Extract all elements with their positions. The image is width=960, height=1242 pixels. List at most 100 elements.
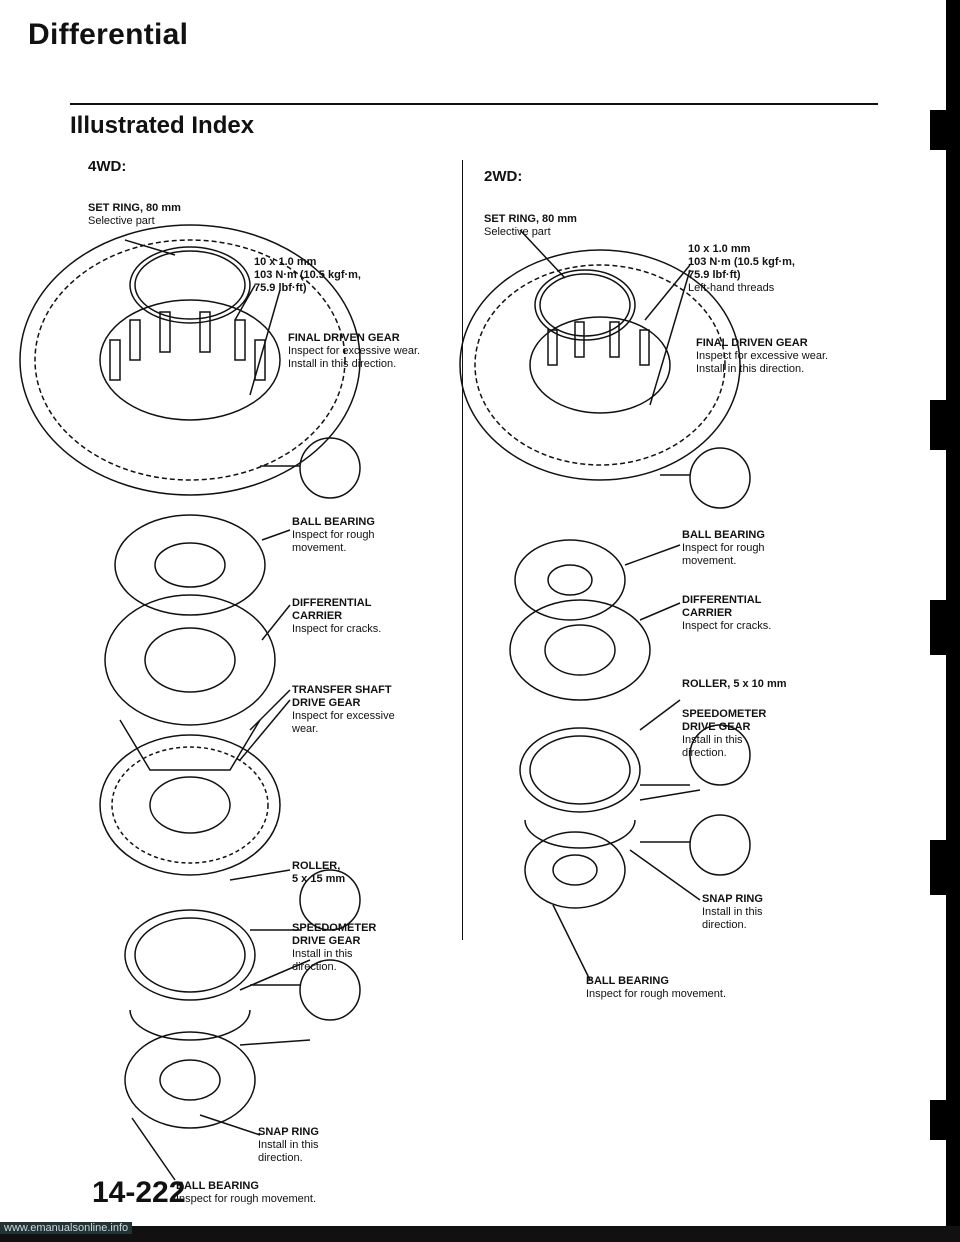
snap-ring-name: SNAP RING [258, 1126, 319, 1138]
direction-callout-2wd-gear [689, 447, 751, 509]
label-bolt-2wd: 10 x 1.0 mm 103 N·m (10.5 kgf·m, 75.9 lb… [688, 243, 795, 295]
ball-bearing-note1: Inspect for rough [682, 542, 765, 554]
page-subtitle: Illustrated Index [70, 112, 255, 139]
ball-bearing2-note: Inspect for rough movement. [176, 1193, 317, 1205]
ball-bearing2-note: Inspect for rough movement. [586, 988, 727, 1000]
transfer-note2: wear. [292, 723, 319, 735]
label-speedo-gear-4wd: SPEEDOMETER DRIVE GEAR Install in this d… [292, 922, 376, 974]
speedometer-gear-illustration-4wd [124, 909, 256, 1001]
label-ball-bearing2-2wd: BALL BEARING Inspect for rough movement. [586, 975, 726, 1001]
transfer-gear-illustration-4wd [99, 734, 281, 876]
label-carrier-4wd: DIFFERENTIAL CARRIER Inspect for cracks. [292, 597, 381, 636]
label-ball-bearing-2wd: BALL BEARING Inspect for rough movement. [682, 529, 765, 568]
speedo-note1: Install in this [292, 948, 353, 960]
direction-callout-4wd-speedo [299, 869, 361, 931]
direction-callout-4wd-snap [299, 959, 361, 1021]
label-ball-bearing-4wd: BALL BEARING Inspect for rough movement. [292, 516, 375, 555]
column-divider [462, 160, 463, 940]
final-gear-name: FINAL DRIVEN GEAR [696, 337, 808, 349]
edge-tab [930, 600, 946, 655]
speedometer-gear-illustration-2wd [519, 727, 641, 813]
label-speedo-gear-2wd: SPEEDOMETER DRIVE GEAR Install in this d… [682, 708, 766, 760]
ball-bearing2-name: BALL BEARING [586, 975, 669, 987]
edge-tab [930, 840, 946, 895]
set-ring-note: Selective part [484, 226, 551, 238]
bolt-thread-note: Left-hand threads [688, 282, 775, 294]
transfer-name-line1: TRANSFER SHAFT [292, 684, 392, 696]
final-driven-gear-illustration-4wd [19, 224, 361, 496]
snap-ring-note1: Install in this [258, 1139, 319, 1151]
bolt-torque: 103 N·m (10.5 kgf·m, [688, 256, 795, 268]
speedo-name-line2: DRIVE GEAR [682, 721, 751, 733]
bolt-torque-imperial: 75.9 lbf·ft) [254, 282, 307, 294]
ball-bearing2-name: BALL BEARING [176, 1180, 259, 1192]
section-heading-2wd: 2WD: [484, 168, 523, 185]
snap-ring-note1: Install in this [702, 906, 763, 918]
speedo-note1: Install in this [682, 734, 743, 746]
label-carrier-2wd: DIFFERENTIAL CARRIER Inspect for cracks. [682, 594, 771, 633]
roller-name: ROLLER, 5 x 10 mm [682, 678, 787, 690]
bolt-torque-imperial: 75.9 lbf·ft) [688, 269, 741, 281]
final-gear-name: FINAL DRIVEN GEAR [288, 332, 400, 344]
page-title: Differential [28, 18, 189, 51]
transfer-note1: Inspect for excessive [292, 710, 395, 722]
carrier-name-line1: DIFFERENTIAL [682, 594, 762, 606]
carrier-name-line2: CARRIER [682, 607, 733, 619]
carrier-note: Inspect for cracks. [292, 623, 382, 635]
label-final-gear-2wd: FINAL DRIVEN GEAR Inspect for excessive … [696, 337, 828, 376]
speedo-note2: direction. [682, 747, 727, 759]
set-ring-name: SET RING, 80 mm [484, 213, 577, 225]
direction-callout-2wd-speedo [689, 724, 751, 786]
carrier-note: Inspect for cracks. [682, 620, 772, 632]
edge-tab [930, 400, 946, 450]
ball-bearing2-illustration-4wd [124, 1031, 256, 1129]
page-number: 14-222 [92, 1176, 186, 1209]
snap-ring-name: SNAP RING [702, 893, 763, 905]
direction-callout-4wd-gear [299, 437, 361, 499]
label-final-gear-4wd: FINAL DRIVEN GEAR Inspect for excessive … [288, 332, 420, 371]
final-driven-gear-illustration-2wd [459, 249, 741, 481]
direction-callout-2wd-snap [689, 814, 751, 876]
label-set-ring-2wd: SET RING, 80 mm Selective part [484, 213, 577, 239]
bottom-band [0, 1226, 960, 1242]
snap-ring-note2: direction. [702, 919, 747, 931]
set-ring-illustration-2wd [534, 269, 636, 341]
ball-bearing-note1: Inspect for rough [292, 529, 375, 541]
ball-bearing2-illustration-2wd [524, 831, 626, 909]
ball-bearing-illustration-4wd [114, 514, 266, 616]
ball-bearing-note2: movement. [292, 542, 347, 554]
final-gear-note2: Install in this direction. [288, 358, 397, 370]
edge-tab [930, 1100, 946, 1140]
transfer-name-line2: DRIVE GEAR [292, 697, 361, 709]
label-set-ring-4wd: SET RING, 80 mm Selective part [88, 202, 181, 228]
roller-name-line2: 5 x 15 mm [292, 873, 346, 885]
title-rule [70, 103, 878, 105]
ball-bearing-illustration-2wd [514, 539, 626, 621]
set-ring-note: Selective part [88, 215, 155, 227]
set-ring-name: SET RING, 80 mm [88, 202, 181, 214]
label-roller-2wd: ROLLER, 5 x 10 mm [682, 678, 787, 691]
label-roller-4wd: ROLLER, 5 x 15 mm [292, 860, 345, 886]
label-ball-bearing2-4wd: BALL BEARING Inspect for rough movement. [176, 1180, 316, 1206]
ball-bearing-name: BALL BEARING [292, 516, 375, 528]
ball-bearing-name: BALL BEARING [682, 529, 765, 541]
bolt-size: 10 x 1.0 mm [688, 243, 751, 255]
differential-carrier-illustration-4wd [104, 594, 276, 771]
bolt-torque: 103 N·m (10.5 kgf·m, [254, 269, 361, 281]
final-gear-note1: Inspect for excessive wear. [696, 350, 829, 362]
set-ring-illustration-4wd [129, 246, 251, 324]
speedo-note2: direction. [292, 961, 337, 973]
watermark: www.emanualsonline.info [0, 1222, 133, 1234]
page-edge-bar [946, 0, 960, 1242]
speedo-name-line1: SPEEDOMETER [682, 708, 767, 720]
label-snap-ring-4wd: SNAP RING Install in this direction. [258, 1126, 319, 1165]
carrier-name-line1: DIFFERENTIAL [292, 597, 372, 609]
speedo-name-line2: DRIVE GEAR [292, 935, 361, 947]
section-heading-4wd: 4WD: [88, 158, 127, 175]
snap-ring-illustration-2wd [524, 819, 636, 849]
speedo-name-line1: SPEEDOMETER [292, 922, 377, 934]
differential-carrier-illustration-2wd [509, 599, 651, 701]
final-gear-note2: Install in this direction. [696, 363, 805, 375]
snap-ring-illustration-4wd [129, 1009, 251, 1041]
